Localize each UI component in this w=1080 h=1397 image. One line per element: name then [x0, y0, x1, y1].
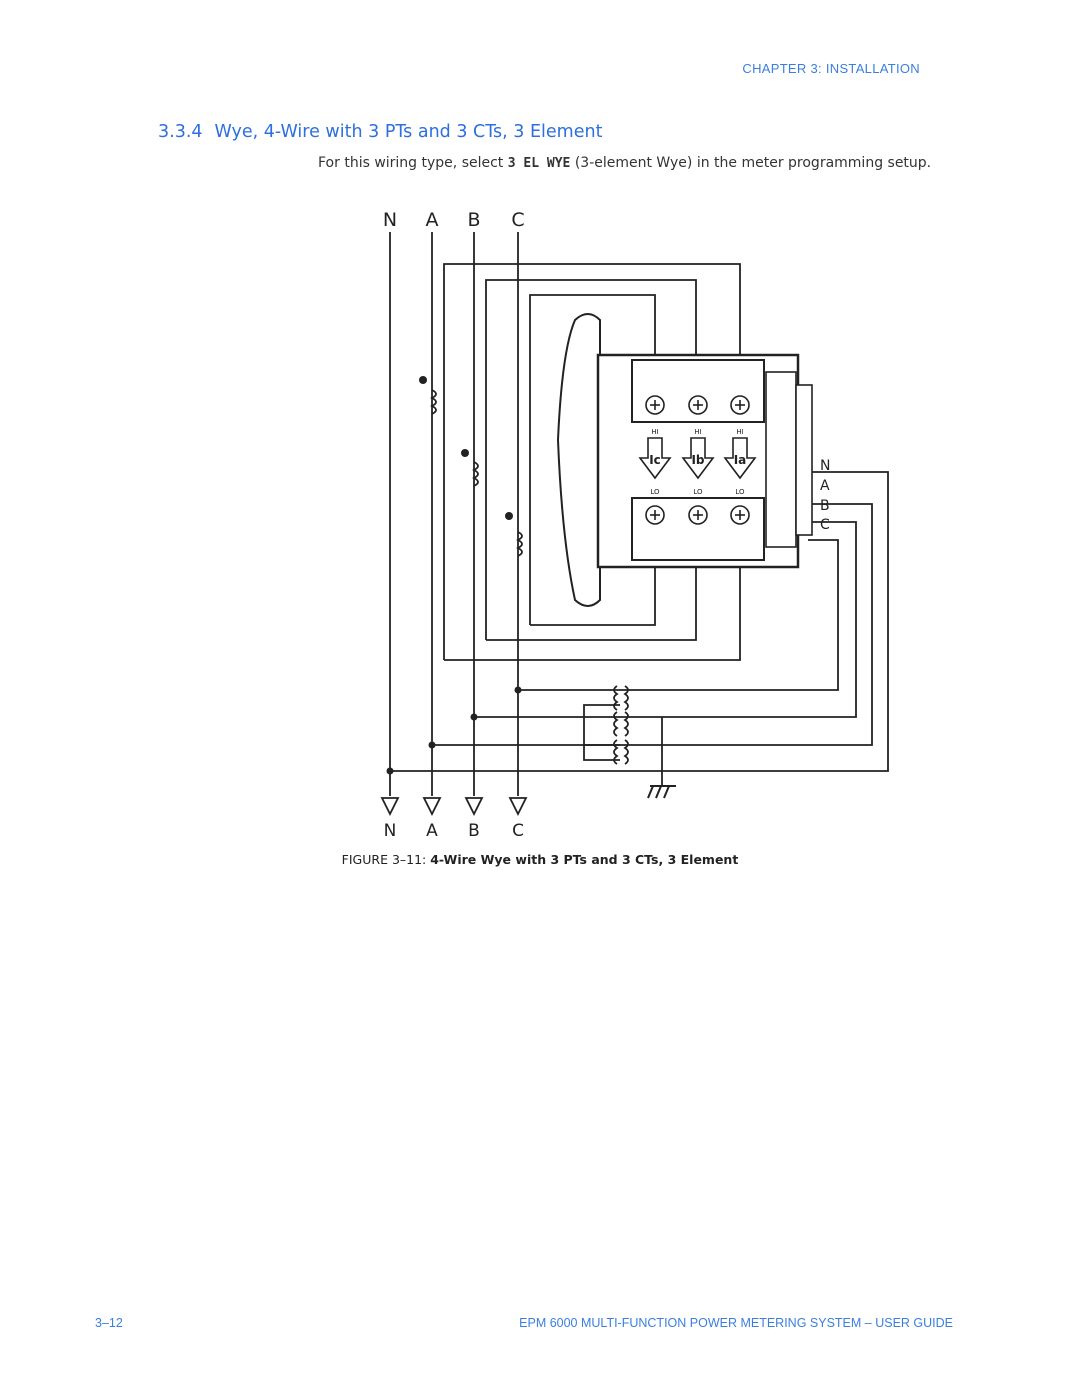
coil-icons: [429, 389, 629, 765]
ct-label-ib: Ib: [691, 453, 704, 467]
wire-c-sense: [518, 539, 839, 691]
wiring-diagram: HI HI HI LO LO LO Ic Ib Ia N A B C N A B…: [380, 209, 889, 841]
top-label-c: C: [511, 209, 524, 231]
lo-label-a: LO: [735, 488, 745, 496]
ct-loop-middle: [485, 279, 697, 641]
figure-caption: FIGURE 3–11: 4-Wire Wye with 3 PTs and 3…: [0, 852, 1080, 867]
ct-loop-outer: [443, 263, 741, 661]
intro-text-before: For this wiring type, select: [318, 155, 508, 171]
ct-arrow-icons: [638, 437, 757, 480]
section-title-text: Wye, 4-Wire with 3 PTs and 3 CTs, 3 Elem…: [214, 122, 603, 142]
side-label-a: A: [820, 478, 830, 494]
ground-icon: [647, 785, 676, 799]
hi-label-a: HI: [736, 428, 743, 436]
figure-caption-text: 4-Wire Wye with 3 PTs and 3 CTs, 3 Eleme…: [430, 852, 739, 867]
top-label-a: A: [426, 209, 439, 231]
footer-title: EPM 6000 MULTI-FUNCTION POWER METERING S…: [519, 1316, 953, 1330]
pt-wire-1: [583, 704, 620, 717]
ct-loop-inner: [529, 294, 656, 626]
bottom-screw-cross-icons: [650, 510, 745, 520]
bottom-label-b: B: [468, 821, 480, 841]
side-label-n: N: [820, 458, 830, 474]
wire-n-sense: [390, 471, 889, 772]
top-label-b: B: [467, 209, 480, 231]
intro-text-after: (3-element Wye) in the meter programming…: [570, 155, 932, 171]
bottom-label-n: N: [384, 821, 397, 841]
lo-label-b: LO: [693, 488, 703, 496]
polarity-dots: [386, 376, 522, 775]
page-number: 3–12: [95, 1316, 123, 1330]
side-label-b: B: [820, 498, 830, 514]
lo-label-c: LO: [650, 488, 660, 496]
wire-b-sense: [474, 521, 857, 718]
bottom-label-c: C: [512, 821, 524, 841]
section-title: 3.3.4 Wye, 4-Wire with 3 PTs and 3 CTs, 3…: [158, 122, 602, 142]
wiring-code: 3 EL WYE: [507, 156, 571, 171]
chapter-header: CHAPTER 3: INSTALLATION: [742, 61, 920, 76]
pt-wire-3: [583, 745, 620, 761]
top-label-n: N: [383, 209, 397, 231]
bottom-label-a: A: [426, 821, 438, 841]
section-number: 3.3.4: [158, 122, 203, 142]
top-screw-cross-icons: [650, 400, 745, 410]
side-label-c: C: [820, 517, 830, 533]
wire-a-sense: [432, 503, 873, 746]
intro-paragraph: For this wiring type, select 3 EL WYE (3…: [318, 155, 931, 171]
ct-label-ic: Ic: [649, 453, 661, 467]
figure-prefix: FIGURE 3–11:: [341, 852, 431, 867]
ct-label-ia: Ia: [734, 453, 747, 467]
hi-label-b: HI: [694, 428, 701, 436]
bottom-triangle-icons: [380, 797, 528, 817]
hi-label-c: HI: [651, 428, 658, 436]
